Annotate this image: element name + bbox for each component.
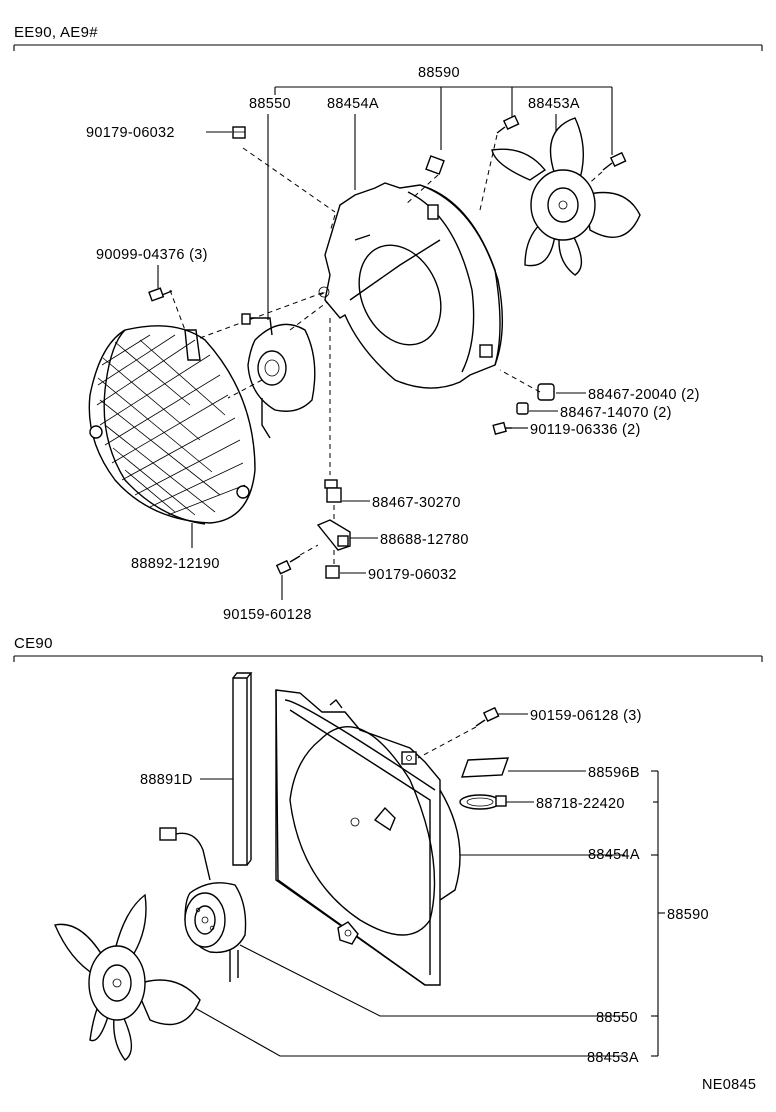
label-90159-06128: 90159-06128 (3) — [530, 708, 642, 724]
label-88590-bottom: 88590 — [667, 907, 709, 923]
label-88590-top: 88590 — [418, 65, 460, 81]
plate — [460, 757, 510, 778]
label-90179-06032-top: 90179-06032 — [86, 125, 175, 141]
nut-bottom — [325, 565, 340, 579]
bolt-side — [492, 421, 512, 435]
fan-motor-top — [241, 313, 316, 439]
bolt-screw — [148, 287, 173, 302]
label-88892-12190: 88892-12190 — [131, 556, 220, 572]
label-88453a-top: 88453A — [528, 96, 580, 112]
label-88718-22420: 88718-22420 — [536, 796, 625, 812]
bolt-bottom — [275, 555, 301, 575]
label-88467-30270: 88467-30270 — [372, 495, 461, 511]
label-88467-20040: 88467-20040 (2) — [588, 387, 700, 403]
label-88453a-bottom: 88453A — [587, 1050, 639, 1066]
bolt-bottom-shroud — [475, 706, 500, 727]
label-88891d: 88891D — [140, 772, 193, 788]
label-90119-06336: 90119-06336 (2) — [530, 422, 641, 438]
clamp — [459, 794, 507, 810]
label-88550-top: 88550 — [249, 96, 291, 112]
cushion — [537, 383, 555, 401]
label-88688-12780: 88688-12780 — [380, 532, 469, 548]
label-88454a-top: 88454A — [327, 96, 379, 112]
fan-guard — [88, 325, 256, 548]
fan-shroud-bottom — [275, 689, 461, 986]
fan-shroud-top — [318, 155, 504, 389]
fan-motor-bottom — [159, 827, 247, 982]
label-88550-bottom: 88550 — [596, 1010, 638, 1026]
label-90179-06032-bottom: 90179-06032 — [368, 567, 457, 583]
label-90099-04376: 90099-04376 (3) — [96, 247, 208, 263]
seal-strip — [232, 672, 253, 866]
nut-top — [232, 126, 246, 139]
section-title-bottom: CE90 — [14, 635, 53, 652]
label-88596b: 88596B — [588, 765, 640, 781]
fan-blade-bottom — [54, 893, 201, 1061]
fan-blade-top — [491, 117, 641, 276]
collar — [516, 402, 529, 415]
label-88454a-bottom: 88454A — [588, 847, 640, 863]
switch — [324, 479, 342, 503]
diagram-code: NE0845 — [702, 1077, 756, 1093]
label-88467-14070: 88467-14070 (2) — [560, 405, 672, 421]
bolt-fan-top-1 — [496, 114, 520, 134]
label-90159-60128: 90159-60128 — [223, 607, 312, 623]
section-title-top: EE90, AE9# — [14, 24, 98, 41]
bolt-fan-top-2 — [602, 151, 627, 171]
bracket — [316, 519, 351, 551]
